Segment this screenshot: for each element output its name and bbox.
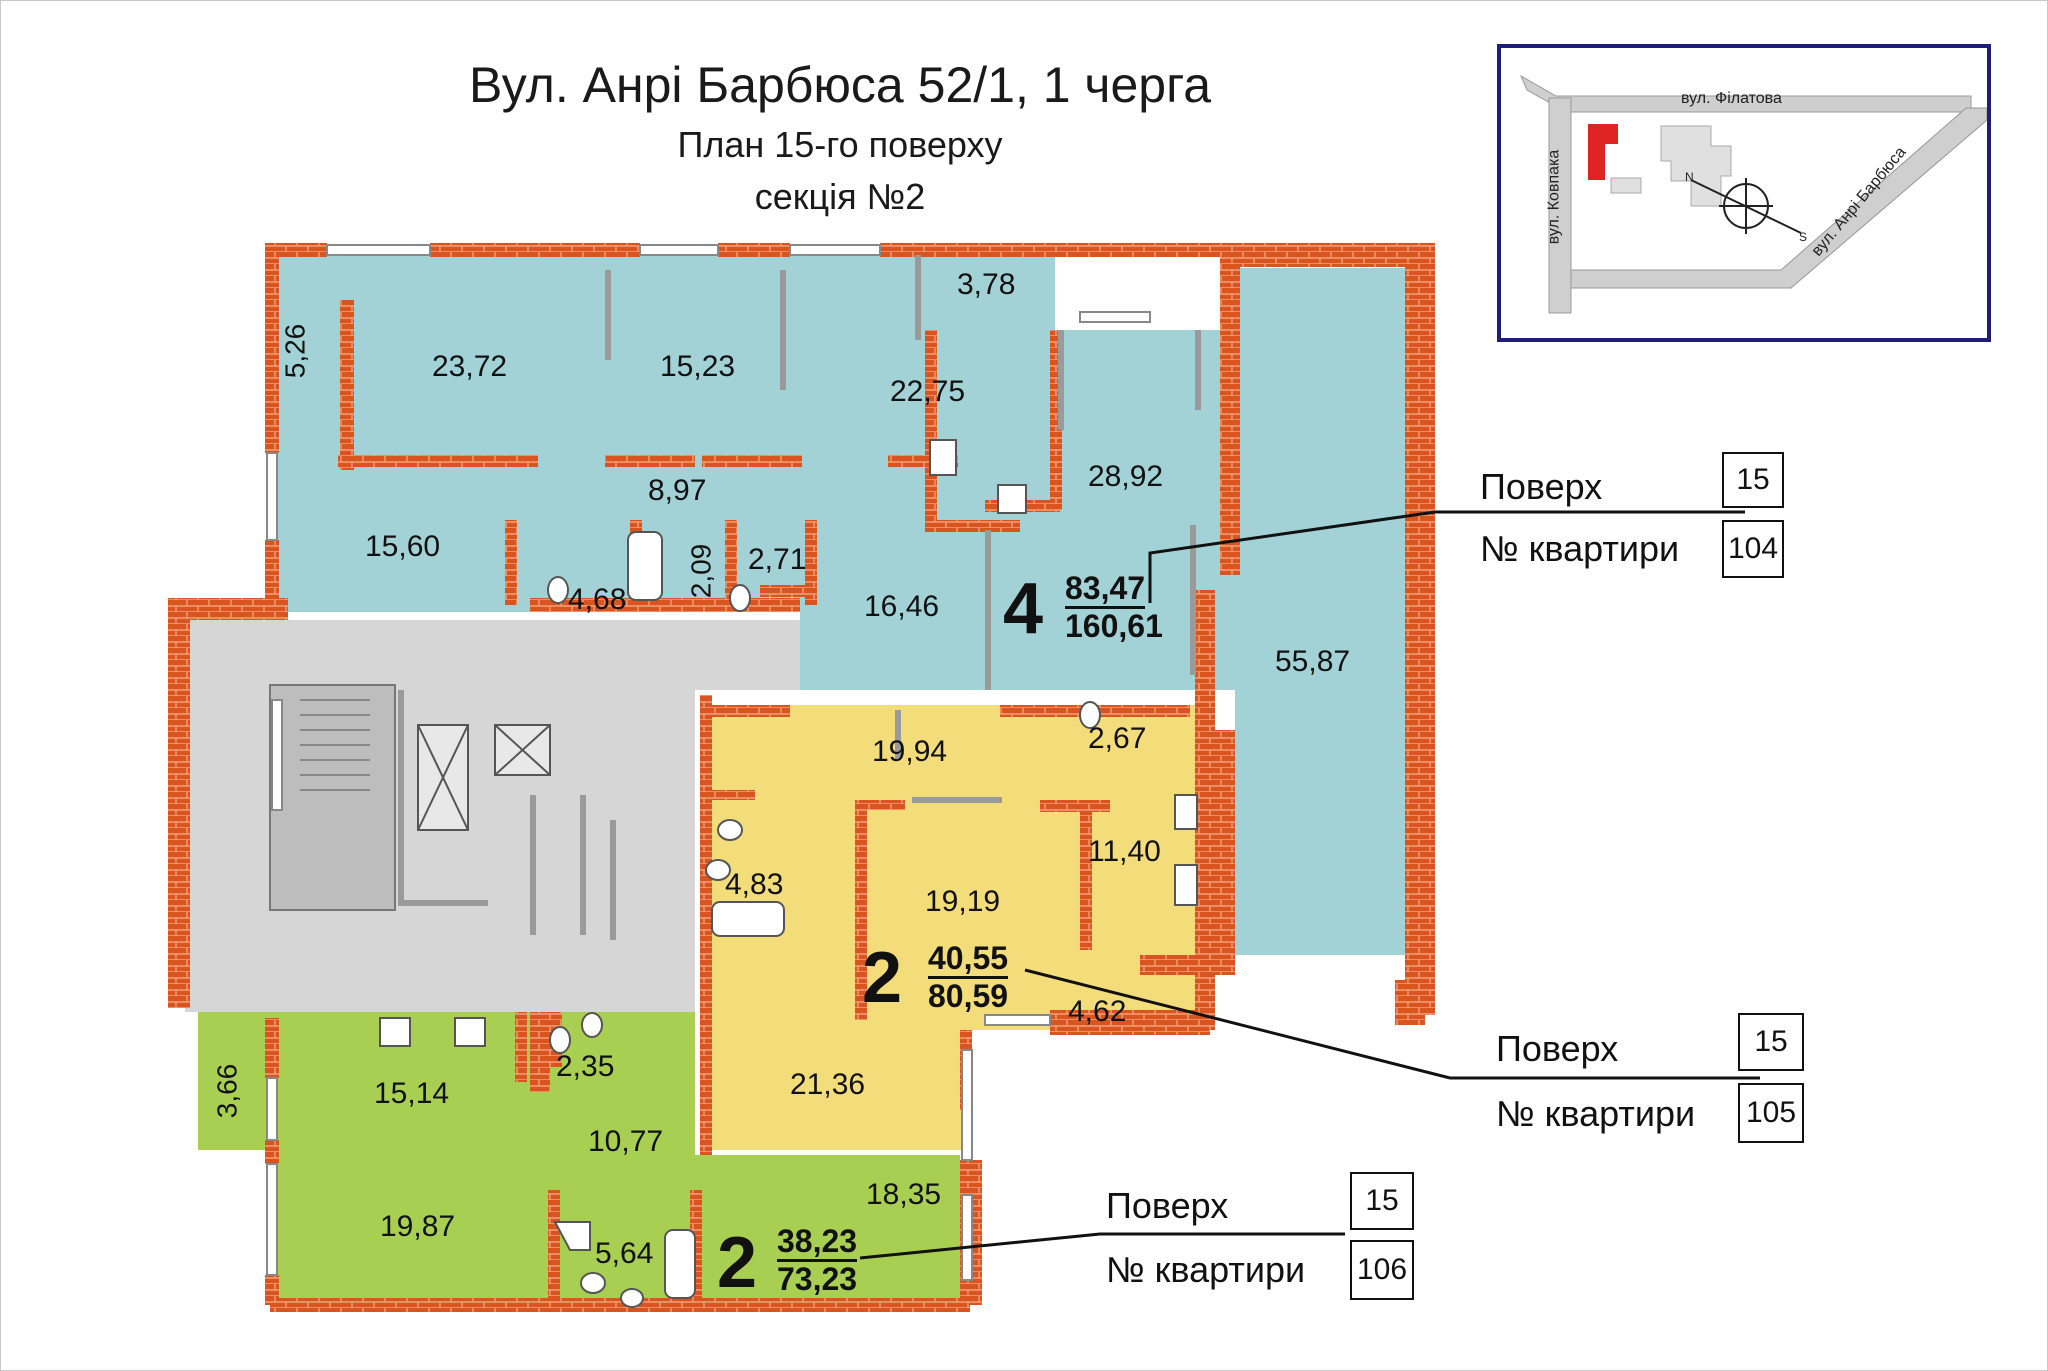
info-floor-label: Поверх: [1106, 1185, 1229, 1226]
apartment-106-living-area: 38,23: [777, 1225, 858, 1262]
room-area-label: 4,83: [725, 868, 784, 901]
apartment-106-area: [198, 1012, 960, 1300]
info-floor-value: 15: [1722, 452, 1784, 508]
room-area-label: 5,26: [279, 323, 311, 379]
room-area-label: 15,60: [365, 530, 441, 563]
room-area-label: 18,35: [866, 1178, 942, 1211]
room-area-label: 15,23: [660, 350, 736, 383]
room-area-label: 11,40: [1088, 835, 1161, 868]
info-apartment-label: № квартири: [1496, 1093, 1696, 1134]
map-south-label: S: [1799, 230, 1808, 244]
common-core-area: [185, 620, 800, 1012]
apartment-106-rooms: 2: [717, 1223, 758, 1303]
page-subtitle-floor: План 15-го поверху: [677, 124, 1003, 165]
map-street-left: вул. Ковпака: [1545, 149, 1563, 245]
info-apartment-label: № квартири: [1106, 1249, 1306, 1290]
room-area-label: 28,92: [1088, 460, 1164, 493]
info-floor-label: Поверх: [1480, 466, 1603, 507]
room-area-label: 4,62: [1068, 995, 1127, 1028]
room-area-label: 2,09: [685, 543, 717, 599]
room-area-label: 2,71: [748, 543, 807, 576]
apartment-104-rooms: 4: [1003, 569, 1044, 649]
apartment-105-rooms: 2: [862, 938, 903, 1018]
page-subtitle-section: секція №2: [754, 176, 926, 217]
room-area-label: 19,94: [872, 735, 948, 768]
apartment-104-area: [270, 250, 1410, 955]
room-area-label: 16,46: [864, 590, 940, 623]
info-floor-value: 15: [1738, 1013, 1804, 1071]
map-north-label: N: [1685, 170, 1694, 184]
apartment-106-total-area: 73,23: [777, 1261, 858, 1297]
page-title: Вул. Анрі Барбюса 52/1, 1 черга: [468, 57, 1212, 113]
room-area-label: 55,87: [1275, 645, 1351, 678]
info-floor-value: 15: [1350, 1172, 1414, 1230]
room-area-label: 10,77: [588, 1125, 664, 1158]
brick-walls: [168, 243, 1435, 1312]
room-area-label: 2,67: [1088, 722, 1147, 755]
room-area-label: 8,97: [648, 474, 707, 507]
info-apartment-value: 104: [1722, 520, 1784, 578]
apartment-105-total-area: 80,59: [928, 978, 1009, 1014]
room-area-label: 2,35: [556, 1050, 615, 1083]
room-area-label: 15,14: [374, 1077, 450, 1110]
map-street-top: вул. Філатова: [1681, 90, 1782, 107]
info-apartment-value: 105: [1738, 1083, 1804, 1143]
apartment-105-area: [705, 705, 1195, 1150]
room-area-label: 19,19: [925, 885, 1001, 918]
location-map-drawing: [1519, 74, 1987, 314]
fixtures: [379, 439, 1198, 1308]
room-area-label: 5,64: [595, 1237, 654, 1270]
apartment-104-total-area: 160,61: [1065, 608, 1163, 644]
room-area-label: 3,78: [957, 268, 1016, 301]
info-apartment-value: 106: [1350, 1240, 1414, 1300]
room-area-label: 22,75: [890, 375, 966, 408]
room-area-label: 21,36: [790, 1068, 866, 1101]
location-map: вул. Філатова вул. Ковпака вул. Анрі Бар…: [1497, 44, 1991, 342]
apartment-104-living-area: 83,47: [1065, 572, 1146, 609]
room-area-label: 19,87: [380, 1210, 456, 1243]
apartment-105-living-area: 40,55: [928, 942, 1009, 979]
room-area-label: 23,72: [432, 350, 508, 383]
info-floor-label: Поверх: [1496, 1028, 1619, 1069]
info-apartment-label: № квартири: [1480, 528, 1680, 569]
room-area-label: 4,68: [568, 583, 627, 616]
room-area-label: 3,66: [211, 1063, 243, 1119]
